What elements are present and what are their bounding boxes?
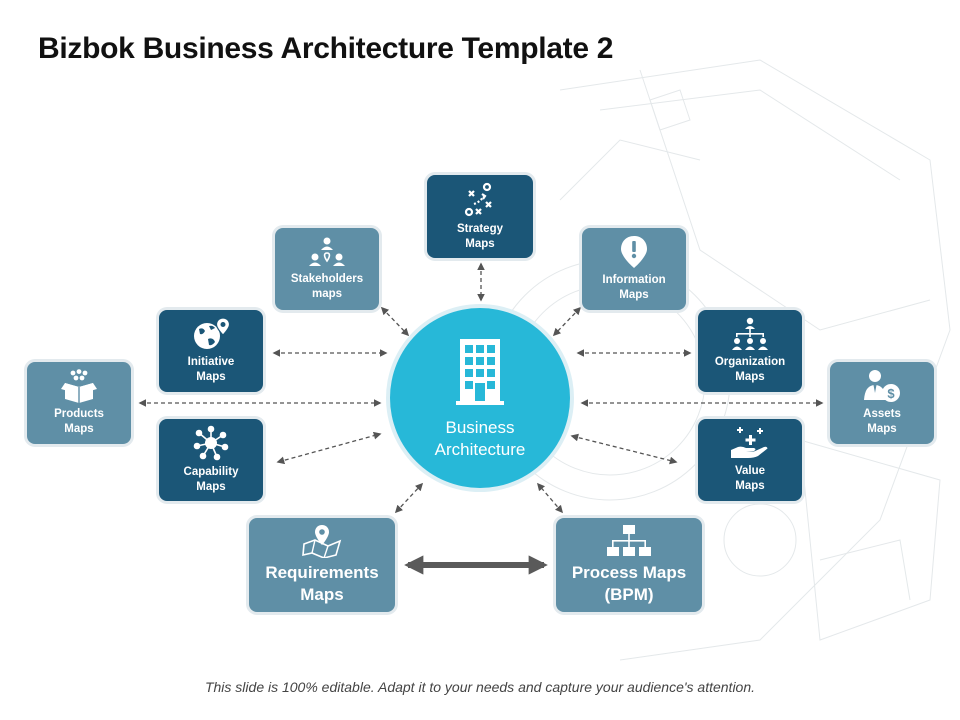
node-requirements-maps: Requirements Maps [249, 518, 395, 612]
node-label: Assets Maps [863, 408, 901, 435]
node-products-maps: Products Maps [27, 362, 131, 444]
org-chart-icon [732, 317, 768, 350]
node-label: Organization Maps [714, 356, 786, 383]
business-architecture-circle: Business Architecture [390, 308, 570, 488]
node-value-maps: Value Maps [698, 419, 802, 501]
node-strategy-maps: Strategy Maps [427, 175, 533, 258]
value-hand-plus-icon [731, 427, 768, 458]
node-label: Capability Maps [183, 466, 239, 493]
node-label: Strategy Maps [456, 222, 504, 250]
assets-person-dollar-icon: $ [864, 370, 900, 402]
node-organization-maps: Organization Maps [698, 310, 802, 392]
node-stakeholders-maps: Stakeholders maps [275, 228, 379, 310]
node-initiative-maps: Initiative Maps [159, 310, 263, 392]
slide-title: Bizbok Business Architecture Template 2 [38, 32, 614, 65]
node-assets-maps: $ Assets Maps [830, 362, 934, 444]
node-process-maps: Process Maps (BPM) [556, 518, 702, 612]
process-flow-icon [607, 525, 651, 556]
node-label: Requirements Maps [265, 563, 379, 604]
products-box-icon [61, 369, 97, 403]
arrow-process [536, 482, 564, 514]
arrow-capability [276, 431, 382, 465]
node-label: Information Maps [602, 274, 666, 301]
node-label: Process Maps (BPM) [571, 563, 687, 604]
arrow-information [552, 306, 582, 337]
arrow-requirements [394, 482, 424, 514]
node-label: Products Maps [54, 408, 104, 435]
capability-network-icon [193, 425, 229, 461]
node-information-maps: Information Maps [582, 228, 686, 310]
arrow-stakeholders [380, 306, 410, 337]
strategy-play-icon [464, 182, 492, 216]
node-capability-maps: Capability Maps [159, 419, 263, 501]
node-label: Stakeholders maps [290, 273, 364, 300]
center-label: Business Architecture [434, 418, 526, 459]
stakeholders-icon [309, 237, 345, 266]
footer-note: This slide is 100% editable. Adapt it to… [204, 679, 756, 695]
globe-pin-icon [194, 317, 231, 349]
building-icon [456, 339, 504, 405]
arrow-value [570, 433, 678, 465]
node-label: Value Maps [734, 465, 766, 492]
svg-text:$: $ [887, 386, 895, 401]
info-pin-icon [621, 236, 647, 268]
map-pin-icon [302, 525, 342, 558]
node-label: Initiative Maps [187, 356, 235, 383]
